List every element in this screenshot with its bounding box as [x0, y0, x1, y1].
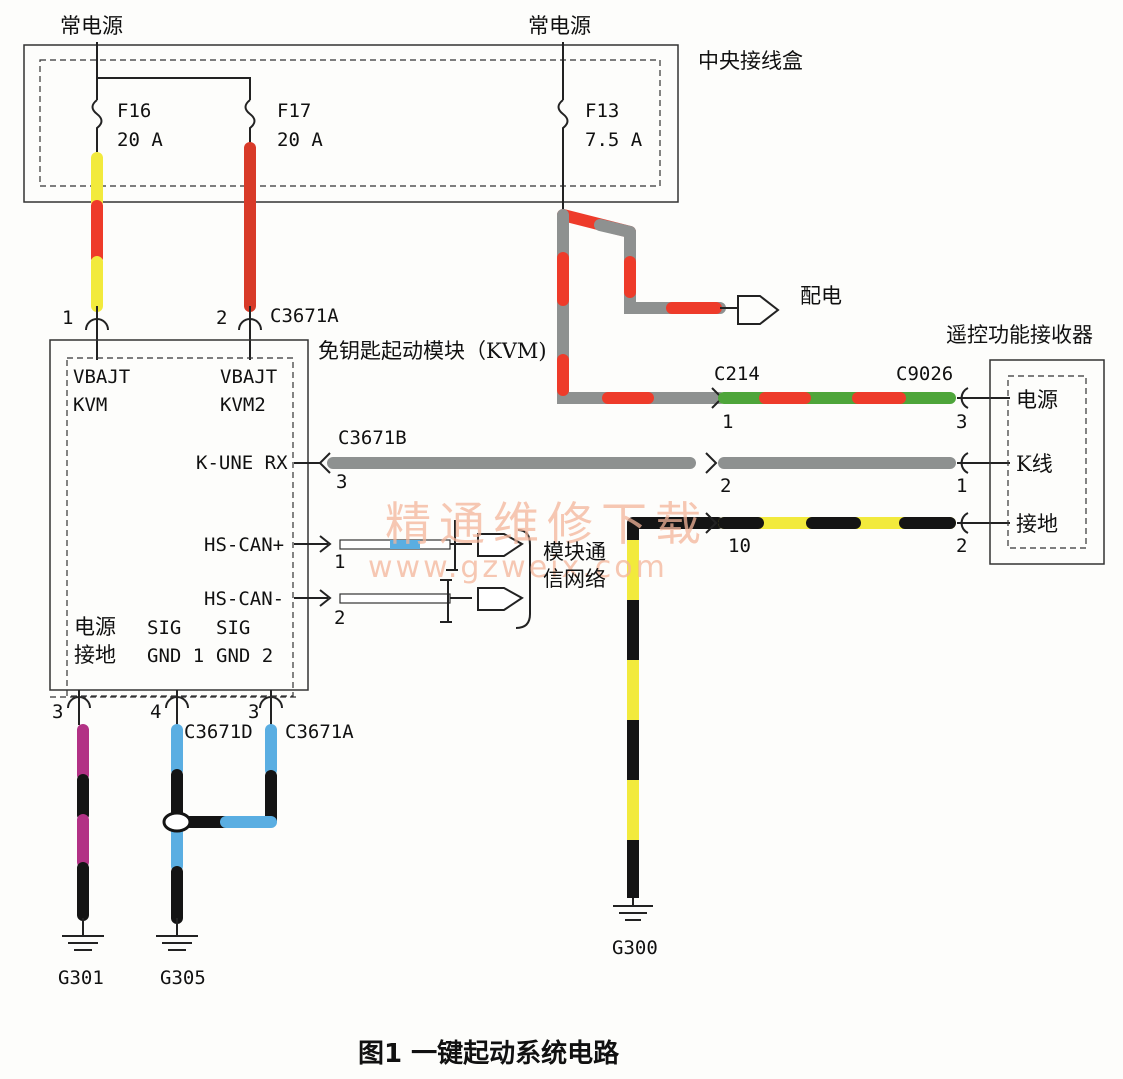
- kline-connector-mid: [705, 452, 718, 474]
- kline-connector-receiver: [957, 452, 1010, 474]
- label-receiver-ground: 接地: [1016, 512, 1058, 536]
- label-c3671a-top: C3671A: [270, 305, 339, 327]
- label-pin1: 1: [62, 307, 73, 329]
- connector-receiver-ground: [957, 512, 1010, 534]
- watermark-url: www.gzweix.com: [368, 550, 668, 585]
- label-power-left: 常电源: [60, 14, 123, 38]
- label-c9026-pin: 3: [956, 411, 967, 433]
- hs-can-plus-wire: [294, 520, 524, 571]
- label-hs-can-minus: HS-CAN-: [204, 588, 284, 610]
- label-can-plus-pin: 1: [334, 551, 345, 573]
- label-vbajt-kvm2-1: VBAJT: [220, 366, 277, 388]
- label-kline-receiver-pin: 1: [956, 475, 967, 497]
- label-f16: F16: [117, 100, 151, 122]
- central-junction-box-inner: [39, 59, 661, 187]
- label-c214: C214: [714, 363, 760, 385]
- label-g305: G305: [160, 967, 206, 989]
- ground-g300-symbol: [613, 898, 653, 921]
- label-receiver-ground-pin: 2: [956, 535, 967, 557]
- watermark-cn: 精通维修下载: [385, 497, 709, 551]
- label-f17-amp: 20 A: [277, 129, 323, 151]
- network-bracket: [515, 529, 531, 629]
- label-vbajt-kvm-1: VBAJT: [73, 366, 130, 388]
- label-pin2: 2: [216, 307, 227, 329]
- label-c214-pin: 1: [722, 411, 733, 433]
- receiver-box: [989, 359, 1105, 565]
- label-pin3-c3671a: 3: [248, 701, 259, 723]
- ground-g305-symbol: [156, 918, 198, 951]
- label-kline-mid-pin: 2: [720, 475, 731, 497]
- label-kline-rx: K-UNE RX: [196, 452, 288, 474]
- label-sig-gnd1-2: GND 1: [147, 645, 204, 667]
- label-power-ground-2: 接地: [74, 643, 116, 667]
- power-feed-f16-f17: [96, 42, 251, 100]
- label-g301: G301: [58, 967, 104, 989]
- label-central-junction-box: 中央接线盒: [698, 49, 803, 73]
- figure-caption: 图1 一键起动系统电路: [358, 1038, 620, 1069]
- label-pin3-g301: 3: [52, 701, 63, 723]
- label-c3671a-bottom: C3671A: [285, 721, 354, 743]
- wire-f13-gray-red: [557, 209, 726, 404]
- connector-pin10: [705, 512, 718, 534]
- label-vbajt-kvm2-2: KVM2: [220, 394, 266, 416]
- label-c9026: C9026: [896, 363, 953, 385]
- label-f13-amp: 7.5 A: [585, 129, 643, 151]
- label-receiver-title: 遥控功能接收器: [946, 323, 1093, 347]
- label-pin10: 10: [728, 535, 751, 557]
- label-f17: F17: [277, 100, 311, 122]
- label-f13: F13: [585, 100, 619, 122]
- label-distribution: 配电: [800, 284, 842, 308]
- fuse-f13-symbol: [557, 99, 569, 210]
- connector-c9026: [957, 387, 1010, 409]
- label-c3671b-pin: 3: [336, 471, 347, 493]
- label-sig-gnd1-1: SIG: [147, 617, 181, 639]
- central-junction-box: [23, 44, 679, 203]
- label-receiver-kline: K线: [1016, 452, 1053, 476]
- label-network-1: 模块通: [543, 540, 606, 564]
- label-f16-amp: 20 A: [117, 129, 163, 151]
- wire-g305-blue-black: [171, 724, 277, 924]
- connector-pin3-g301: [67, 690, 91, 725]
- label-pin4: 4: [150, 701, 161, 723]
- ground-g301-symbol: [62, 918, 104, 951]
- label-power-ground-1: 电源: [74, 615, 116, 639]
- label-sig-gnd2-2: GND 2: [216, 645, 273, 667]
- label-network-2: 信网络: [543, 567, 606, 591]
- fuse-f17-symbol: [244, 99, 256, 148]
- connector-pin4-c3671d: [165, 690, 189, 725]
- connector-pin3-c3671a: [259, 690, 283, 725]
- wire-g300-yellow-black: [627, 523, 639, 898]
- kvm-module-box: [49, 339, 309, 691]
- splice-g305: [162, 811, 192, 833]
- distribution-arrow: [720, 295, 780, 325]
- label-can-minus-pin: 2: [334, 607, 345, 629]
- label-g300: G300: [612, 937, 658, 959]
- receiver-inner: [1007, 375, 1087, 549]
- kvm-module-inner: [66, 357, 294, 697]
- label-c3671d: C3671D: [184, 721, 253, 743]
- fuse-f16-symbol: [91, 99, 103, 152]
- label-power-right: 常电源: [528, 14, 591, 38]
- kline-connector-kvm: [294, 452, 331, 474]
- label-kvm-title: 免钥匙起动模块（KVM): [318, 339, 547, 363]
- label-vbajt-kvm-2: KVM: [73, 394, 107, 416]
- label-c3671b: C3671B: [338, 427, 407, 449]
- label-sig-gnd2-1: SIG: [216, 617, 250, 639]
- hs-can-minus-wire: [294, 579, 524, 623]
- label-hs-can-plus: HS-CAN+: [204, 534, 284, 556]
- label-receiver-power: 电源: [1016, 388, 1058, 412]
